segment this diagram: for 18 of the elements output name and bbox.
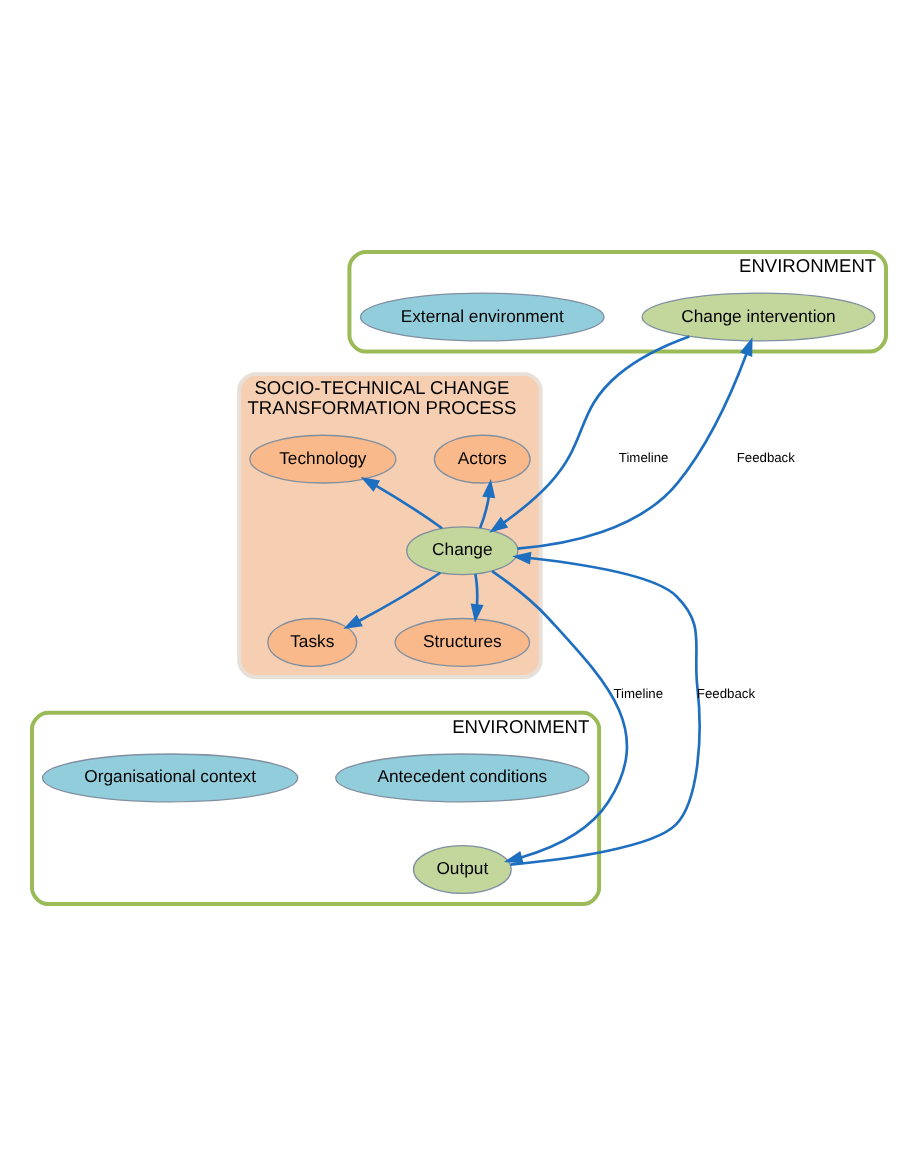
node-ellipse: Antecedent conditions	[335, 752, 590, 802]
node-ellipse: Structures	[394, 616, 531, 666]
node-ellipse: External environment	[359, 291, 605, 341]
arrow	[343, 570, 442, 629]
arrow	[491, 568, 629, 863]
node-ellipse: Technology	[249, 433, 397, 483]
arrow	[517, 336, 753, 549]
arrow	[360, 475, 443, 529]
arrow	[489, 334, 690, 532]
node-ellipse: Change	[406, 525, 519, 575]
arrow	[510, 550, 701, 865]
node-ellipse: Actors	[433, 433, 531, 483]
node-ellipse: Output	[412, 843, 512, 894]
arrow	[470, 572, 484, 622]
node-ellipse: Tasks	[267, 616, 358, 666]
arrow	[478, 477, 496, 528]
node-ellipse: Change intervention	[641, 291, 876, 341]
node-ellipse: Organisational context	[41, 752, 299, 802]
